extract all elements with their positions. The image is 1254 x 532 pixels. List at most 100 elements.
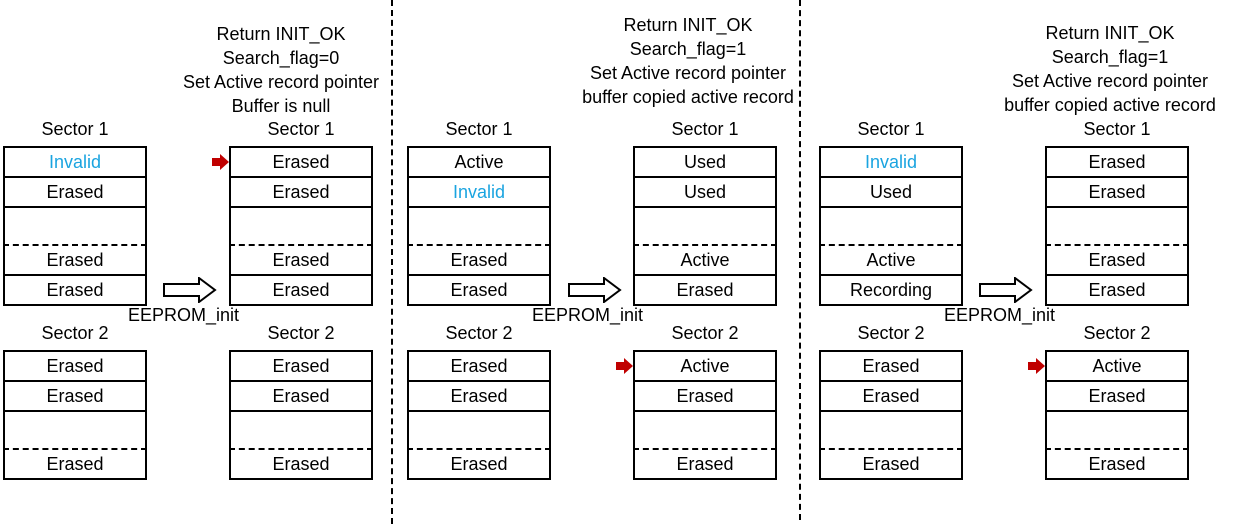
memory-record: Erased [1045, 276, 1189, 306]
result-line: Set Active record pointer [1011, 71, 1209, 91]
memory-record: Erased [1045, 450, 1189, 480]
memory-record: Erased [819, 382, 963, 412]
result-line: Buffer is null [231, 96, 331, 116]
memory-gap [819, 208, 963, 246]
memory-record: Erased [3, 450, 147, 480]
memory-gap [229, 412, 373, 450]
memory-record: Active [1045, 352, 1189, 382]
memory-record: Erased [633, 276, 777, 306]
memory-record: Erased [3, 382, 147, 412]
memory-record: Used [819, 178, 963, 208]
before-sector2-title: Sector 2 [857, 323, 925, 343]
before-sector1-title: Sector 1 [857, 119, 925, 139]
memory-record: Erased [407, 450, 551, 480]
step-divider [799, 0, 801, 520]
result-line: Return INIT_OK [1045, 23, 1175, 43]
result-line: Search_flag=1 [629, 39, 747, 59]
after-sector1-title: Sector 1 [1083, 119, 1151, 139]
memory-gap [633, 208, 777, 246]
memory-record: Erased [407, 276, 551, 306]
transition-arrow-icon [979, 277, 1033, 303]
result-line: Return INIT_OK [216, 24, 346, 44]
record-pointer-arrow-icon [212, 154, 229, 170]
operation-label: EEPROM_init [532, 305, 644, 325]
memory-record: Invalid [407, 178, 551, 208]
after-sector1-title: Sector 1 [267, 119, 335, 139]
memory-gap [229, 208, 373, 246]
memory-gap [3, 208, 147, 246]
memory-record: Erased [819, 352, 963, 382]
after-sector2-title: Sector 2 [1083, 323, 1151, 343]
before-sector2-title: Sector 2 [41, 323, 109, 343]
result-line: Search_flag=0 [222, 48, 340, 68]
memory-record: Erased [229, 352, 373, 382]
memory-record: Recording [819, 276, 963, 306]
memory-record: Active [633, 246, 777, 276]
before-sector1-title: Sector 1 [41, 119, 109, 139]
memory-record: Erased [229, 382, 373, 412]
result-line: buffer copied active record [582, 87, 794, 107]
after-sector2-title: Sector 2 [671, 323, 739, 343]
record-pointer-arrow-icon [616, 358, 633, 374]
memory-record: Invalid [3, 148, 147, 178]
memory-record: Active [819, 246, 963, 276]
memory-record: Erased [407, 352, 551, 382]
memory-record: Used [633, 178, 777, 208]
memory-record: Erased [3, 352, 147, 382]
memory-record: Erased [3, 276, 147, 306]
memory-gap [633, 412, 777, 450]
memory-record: Erased [3, 246, 147, 276]
before-sector1-title: Sector 1 [445, 119, 513, 139]
memory-record: Erased [229, 148, 373, 178]
memory-record: Erased [819, 450, 963, 480]
memory-record: Erased [1045, 246, 1189, 276]
before-sector2-title: Sector 2 [445, 323, 513, 343]
result-line: buffer copied active record [1004, 95, 1216, 115]
memory-gap [1045, 208, 1189, 246]
step-divider [391, 0, 393, 524]
memory-record: Erased [633, 450, 777, 480]
memory-record: Invalid [819, 148, 963, 178]
memory-gap [407, 208, 551, 246]
memory-record: Erased [229, 178, 373, 208]
memory-record: Erased [3, 178, 147, 208]
memory-record: Erased [229, 246, 373, 276]
memory-record: Active [633, 352, 777, 382]
transition-arrow-icon [163, 277, 217, 303]
record-pointer-arrow-icon [1028, 358, 1045, 374]
memory-record: Erased [229, 276, 373, 306]
memory-record: Erased [1045, 178, 1189, 208]
operation-label: EEPROM_init [944, 305, 1056, 325]
memory-gap [819, 412, 963, 450]
memory-record: Erased [1045, 382, 1189, 412]
memory-record: Erased [633, 382, 777, 412]
result-line: Set Active record pointer [182, 72, 380, 92]
memory-gap [407, 412, 551, 450]
operation-label: EEPROM_init [128, 305, 240, 325]
result-line: Search_flag=1 [1051, 47, 1169, 67]
memory-gap [1045, 412, 1189, 450]
memory-record: Used [633, 148, 777, 178]
memory-record: Erased [229, 450, 373, 480]
memory-record: Erased [407, 246, 551, 276]
after-sector2-title: Sector 2 [267, 323, 335, 343]
memory-record: Active [407, 148, 551, 178]
after-sector1-title: Sector 1 [671, 119, 739, 139]
memory-record: Erased [1045, 148, 1189, 178]
result-line: Return INIT_OK [623, 15, 753, 35]
